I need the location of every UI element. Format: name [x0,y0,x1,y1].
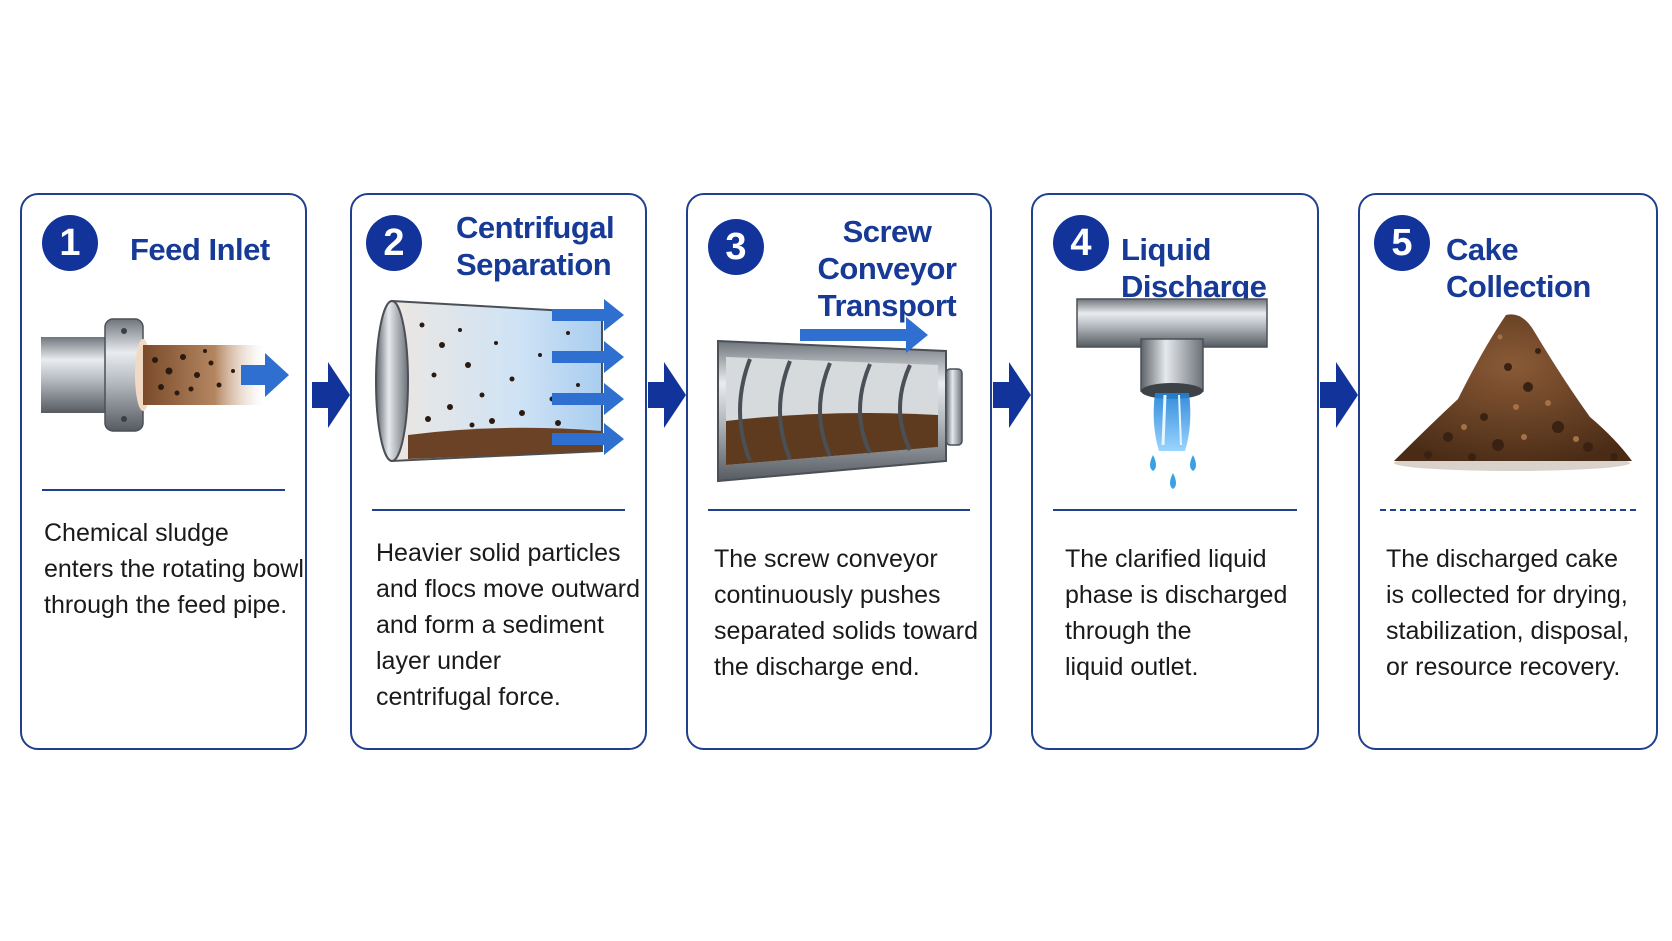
step-description: The discharged cake is collected for dry… [1386,545,1630,681]
section-divider [708,509,970,511]
step-description: Chemical sludge enters the rotating bowl… [44,519,304,619]
step-card-liquid-discharge: 4 Liquid Discharge The clarified liquid … [1031,193,1319,750]
step-card-screw-conveyor: 3 Screw Conveyor Transport The screw con… [686,193,992,750]
step-title: Screw Conveyor Transport [817,214,957,323]
flow-arrow-icon [648,362,686,428]
step-number-badge: 2 [366,215,422,271]
centrifuge-bowl-icon [375,299,624,463]
flow-arrow-icon [312,362,350,428]
step-card-centrifugal-separation: 2 Centrifugal Separation Heavier solid p… [350,193,647,750]
section-divider [1380,509,1636,511]
step-title: Centrifugal Separation [456,210,615,282]
step-description: The clarified liquid phase is discharged… [1065,545,1288,681]
step-title: Liquid Discharge [1121,232,1267,304]
step-number-badge: 5 [1374,215,1430,271]
step-number-badge: 1 [42,215,98,271]
step-number-badge: 3 [708,219,764,275]
step-number-badge: 4 [1053,215,1109,271]
section-divider [42,489,285,491]
section-divider [372,509,625,511]
flow-arrow-icon [1320,362,1358,428]
flow-arrow-icon [993,362,1031,428]
section-divider [1053,509,1297,511]
step-title: Feed Inlet [130,232,270,267]
step-card-cake-collection: 5 Cake Collection The discharged cake is… [1358,193,1658,750]
liquid-outlet-icon [1076,298,1268,489]
sludge-cake-pile-icon [1394,314,1632,471]
step-card-feed-inlet: 1 Feed Inlet Chemical sludge enters the … [20,193,307,750]
step-description: Heavier solid particles and flocs move o… [376,539,641,711]
step-title: Cake Collection [1446,232,1591,304]
feed-pipe-icon [41,318,289,432]
step-description: The screw conveyor continuously pushes s… [714,545,979,681]
screw-conveyor-icon [717,317,963,483]
